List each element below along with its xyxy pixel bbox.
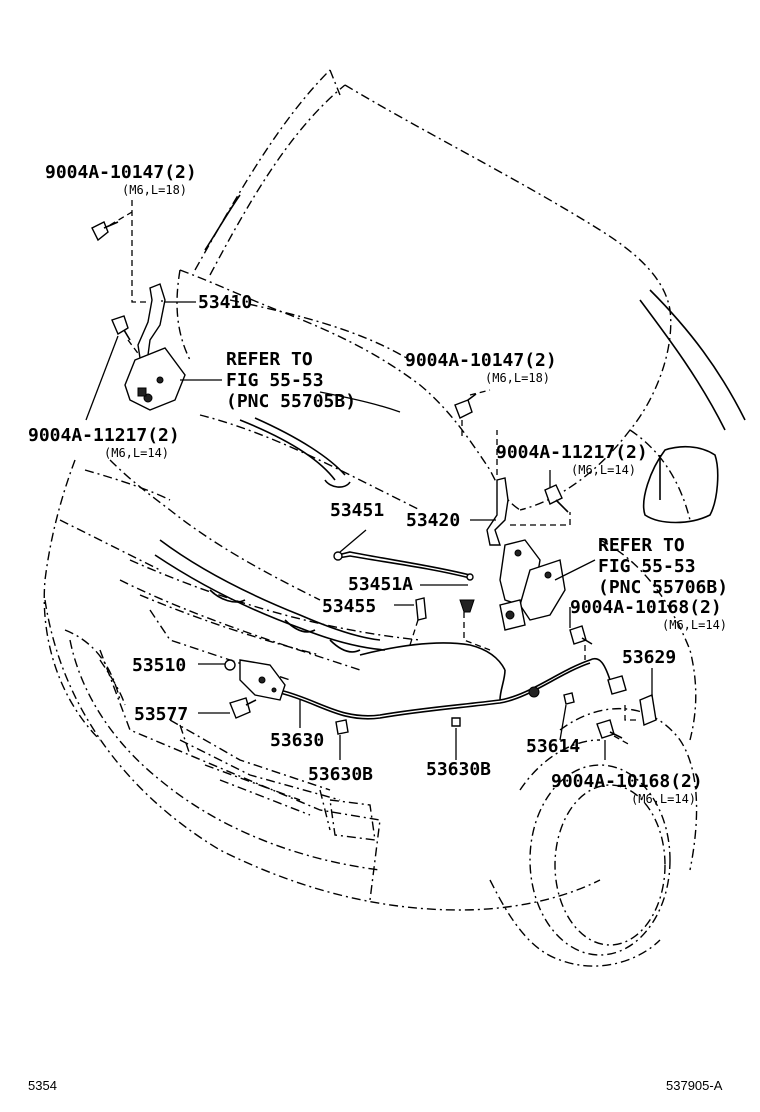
callout-bolt-lever-upper-spec: (M6,L=14) (662, 618, 727, 632)
callout-bolt-lever-lower-spec: (M6,L=14) (631, 792, 696, 806)
callout-hood-lock: 53510 (132, 655, 186, 676)
bolt-lever-upper (569, 625, 593, 645)
callout-rod-grommet: 53451A (348, 574, 413, 595)
callout-refer-right-1: REFER TO (598, 535, 685, 556)
callout-refer-left-3: (PNC 55705B) (226, 391, 356, 412)
lock-bolt (229, 697, 257, 719)
callouts: 9004A-10147(2) (M6,L=18) 53410 REFER TO … (28, 162, 728, 806)
vehicle-outline (43, 69, 746, 967)
rod-grommet (459, 599, 475, 613)
callout-bolt-left-lower-spec: (M6,L=14) (104, 446, 169, 460)
callout-refer-left-1: REFER TO (226, 349, 313, 370)
cable-clamp-left (335, 719, 349, 735)
hood-lock (224, 659, 286, 701)
leader-lines (85, 200, 653, 760)
callout-bolt-left-upper: 9004A-10147(2) (45, 162, 197, 183)
callout-hinge-right: 53420 (406, 510, 460, 531)
callout-lock-bolt: 53577 (134, 704, 188, 725)
callout-clamp-left: 53630B (308, 764, 373, 785)
rod-holder (415, 597, 427, 621)
hood-support-rod (333, 551, 474, 581)
cable-grommet (528, 686, 540, 698)
callout-bolt-right-upper-spec: (M6,L=18) (485, 371, 550, 385)
callout-bolt-left-lower: 9004A-11217(2) (28, 425, 180, 446)
callout-hood-cable: 53630 (270, 730, 324, 751)
bolt-right-upper (454, 393, 477, 419)
callout-bolt-right-lower: 9004A-11217(2) (496, 442, 648, 463)
bolt-left-upper (91, 221, 119, 242)
callout-bolt-right-lower-spec: (M6,L=14) (571, 463, 636, 477)
callout-rod-holder: 53455 (322, 596, 376, 617)
callout-release-lever: 53629 (622, 647, 676, 668)
callout-bolt-lever-lower: 9004A-10168(2) (551, 771, 703, 792)
hood-release-cable (279, 642, 611, 720)
cable-clamp-right (451, 717, 461, 727)
callout-bolt-lever-upper: 9004A-10168(2) (570, 597, 722, 618)
callout-refer-right-3: (PNC 55706B) (598, 577, 728, 598)
callout-support-rod: 53451 (330, 500, 384, 521)
bolt-left-lower (111, 315, 131, 341)
footer-figure-id: 537905-A (666, 1078, 723, 1093)
callout-clamp-right: 53630B (426, 759, 491, 780)
callout-cable-clip: 53614 (526, 736, 580, 757)
hood-hinge-right (486, 477, 566, 631)
hood-hinge-left (124, 283, 186, 411)
callout-bolt-left-upper-spec: (M6,L=18) (122, 183, 187, 197)
callout-hinge-left: 53410 (198, 292, 252, 313)
bolt-right-lower (544, 484, 569, 513)
release-lever (607, 675, 657, 726)
callout-bolt-right-upper: 9004A-10147(2) (405, 350, 557, 371)
callout-refer-right-2: FIG 55-53 (598, 556, 696, 577)
bolt-lever-lower (596, 719, 623, 739)
cable-clip (563, 692, 575, 705)
callout-refer-left-2: FIG 55-53 (226, 370, 324, 391)
footer-page-code: 5354 (28, 1078, 57, 1093)
